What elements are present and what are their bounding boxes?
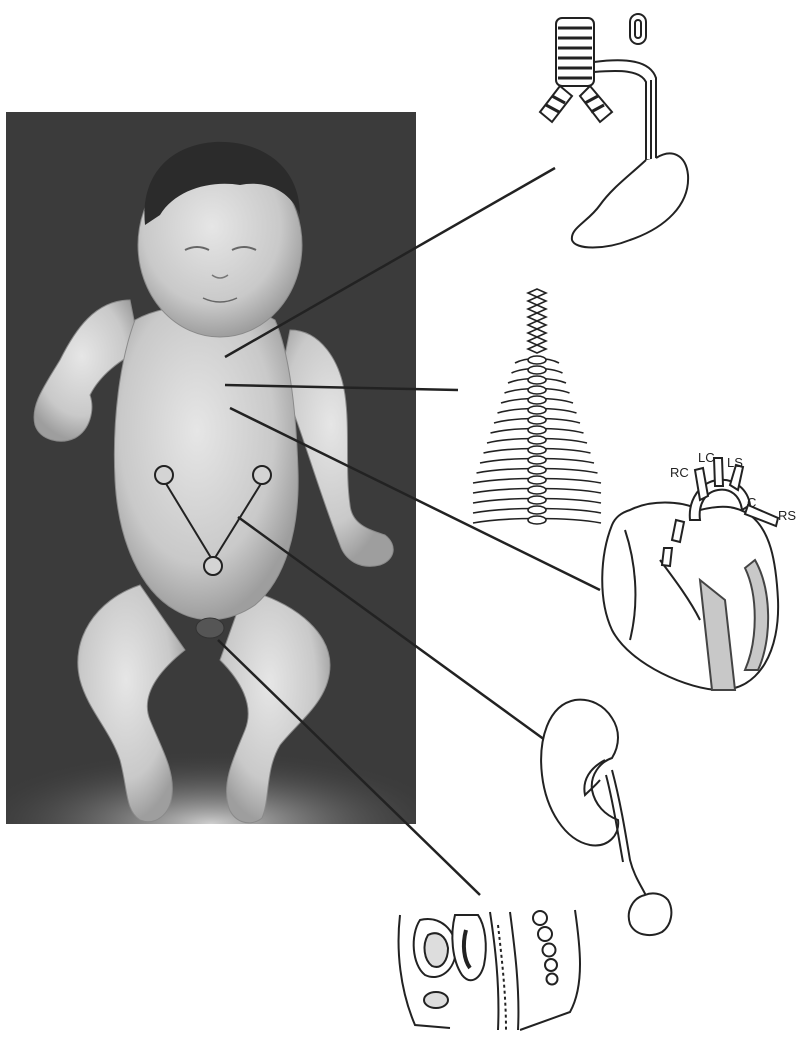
vertebral-body xyxy=(528,516,546,524)
vertebral-body xyxy=(528,386,546,394)
perineum xyxy=(196,618,224,638)
rectum xyxy=(490,912,518,1030)
kidney-diagram xyxy=(541,700,671,935)
vertebral-column-diagram xyxy=(473,289,601,524)
vertebral-body xyxy=(528,476,546,484)
ureter xyxy=(612,770,650,905)
sacral-vertebrae xyxy=(533,911,558,985)
vertebral-body xyxy=(528,446,546,454)
tracheoesophageal-diagram xyxy=(540,14,688,248)
left-carotid xyxy=(714,458,723,486)
vertebral-body xyxy=(528,376,546,384)
uterus xyxy=(452,915,485,980)
esophageal-pouch xyxy=(630,14,646,44)
cervical-vertebra xyxy=(528,337,546,345)
bladder xyxy=(629,893,672,935)
anorectal-diagram xyxy=(399,910,580,1030)
cervical-vertebra xyxy=(528,313,546,321)
vertebral-body xyxy=(528,496,546,504)
vertebral-body xyxy=(528,406,546,414)
marker-circle-right xyxy=(253,466,271,484)
heart-label-rs: RS xyxy=(778,508,796,523)
stomach xyxy=(572,153,688,247)
bronchus-right xyxy=(580,86,612,122)
vertebral-body xyxy=(528,366,546,374)
cervical-vertebra xyxy=(528,297,546,305)
infant-head xyxy=(138,142,302,337)
cervical-vertebra xyxy=(528,289,546,297)
vertebral-body xyxy=(528,466,546,474)
vertebral-body xyxy=(528,456,546,464)
vertebral-body xyxy=(528,436,546,444)
heart-label-lc: LC xyxy=(698,450,715,465)
cervical-vertebra xyxy=(528,345,546,353)
heart-label-ls: LS xyxy=(727,455,743,470)
cervical-vertebra xyxy=(528,329,546,337)
heart-diagram: RC LC LS C RS xyxy=(602,450,796,690)
heart-label-rc: RC xyxy=(670,465,689,480)
vertebral-body xyxy=(528,426,546,434)
marker-circle-bottom xyxy=(204,557,222,575)
cervical-vertebra xyxy=(528,305,546,313)
vertebral-body xyxy=(528,356,546,364)
bronchus-left xyxy=(540,86,572,122)
cervical-vertebra xyxy=(528,321,546,329)
vertebral-body xyxy=(528,416,546,424)
heart-label-c: C xyxy=(747,495,756,510)
pelvic-ellipse xyxy=(424,992,448,1008)
vertebral-body xyxy=(528,506,546,514)
kidney xyxy=(541,700,618,846)
marker-circle-left xyxy=(155,466,173,484)
vertebral-body xyxy=(528,486,546,494)
vertebral-body xyxy=(528,396,546,404)
